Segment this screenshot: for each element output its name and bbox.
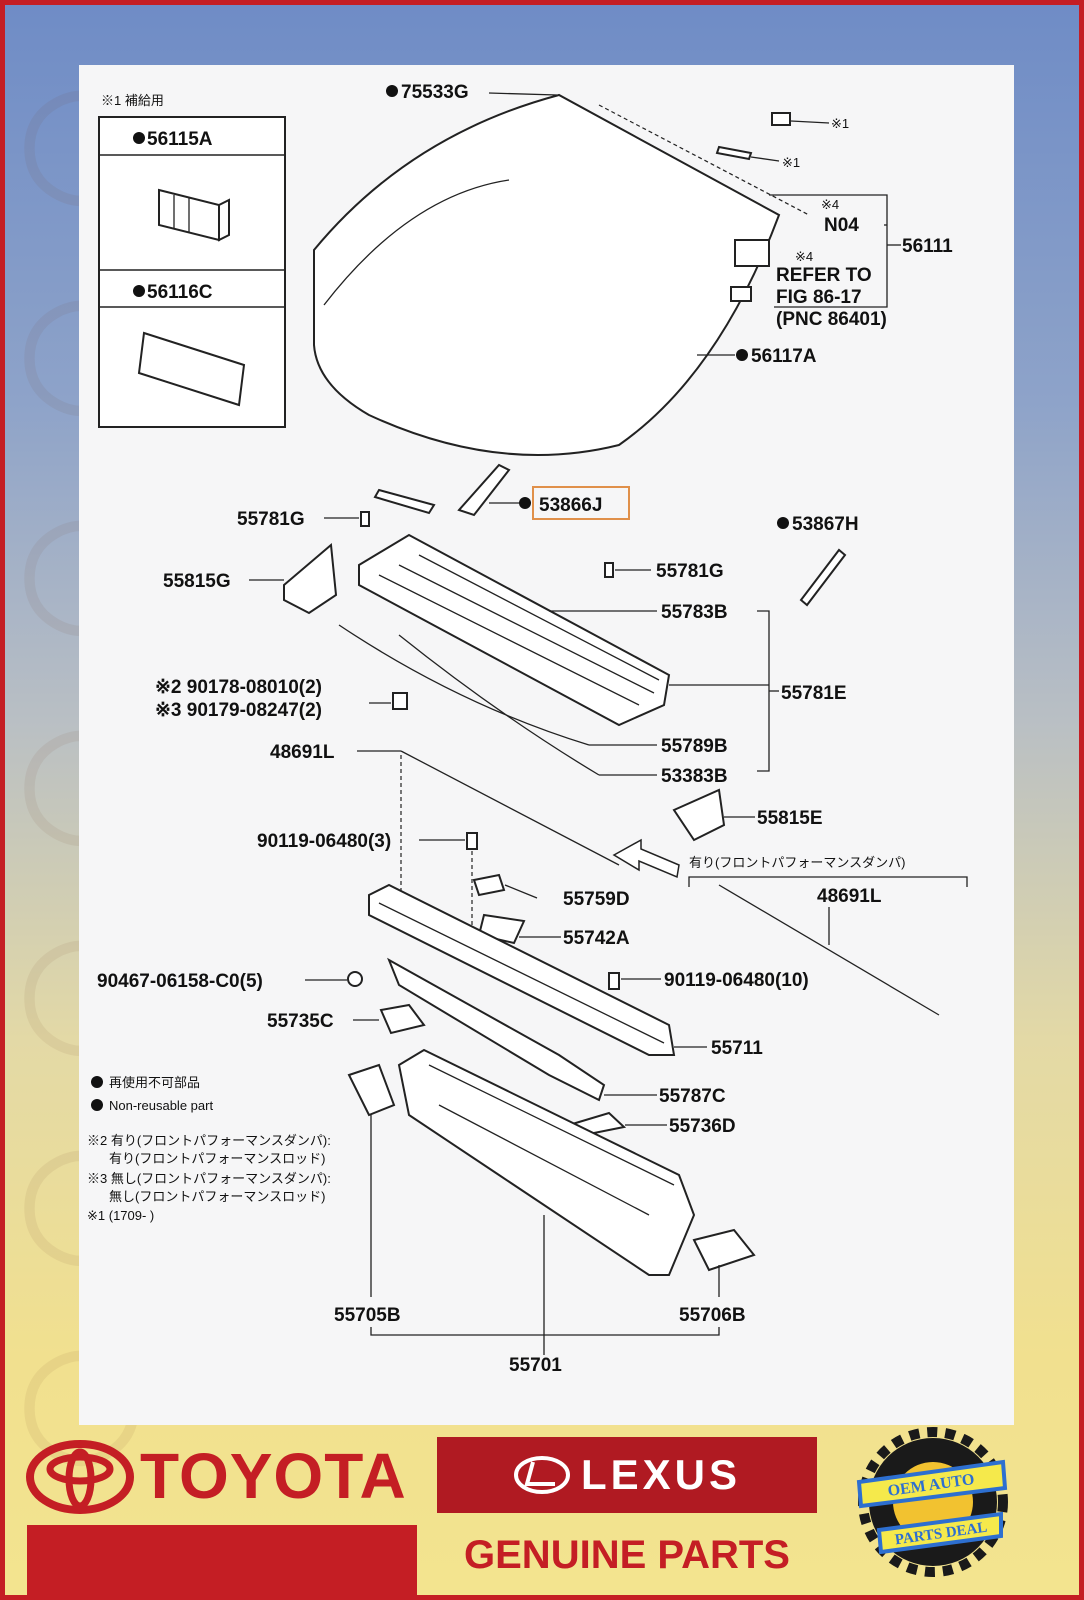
refer-line-2: FIG 86-17: [776, 287, 862, 308]
with-damper-note: 有り(フロントパフォーマンスダンパ): [689, 855, 905, 870]
clip-drawing: [771, 112, 791, 126]
bracket-drawing: [472, 873, 506, 897]
part-55711: 55711: [711, 1038, 763, 1059]
part-48691L-right: 48691L: [817, 886, 882, 907]
part-90119-10: 90119-06480(10): [664, 970, 809, 991]
part-55735C: 55735C: [267, 1011, 334, 1032]
part-55706B: 55706B: [679, 1305, 746, 1326]
part-56117A: 56117A: [751, 346, 817, 367]
dash-panel-drawing: [397, 1048, 696, 1276]
lexus-logo-box: LEXUS: [437, 1437, 817, 1513]
side-bracket-drawing: [347, 1063, 396, 1117]
star1-note-a: ※1: [831, 116, 849, 131]
star4-note-a: ※4: [821, 197, 839, 212]
legend-note-3a: ※3 無し(フロントパフォーマンスダンパ):: [87, 1171, 331, 1186]
cowl-top-panel-drawing: [368, 883, 676, 1056]
refer-line-1: REFER TO: [776, 265, 872, 286]
part-55815E: 55815E: [757, 808, 823, 829]
supply-note: ※1 補給用: [101, 93, 164, 108]
nonreusable-dot: [133, 285, 145, 297]
part-90179: ※3 90179-08247(2): [155, 700, 322, 721]
legend-note-2b: 有り(フロントパフォーマンスロッド): [109, 1151, 325, 1166]
windshield-drawing: [313, 93, 810, 456]
nut-drawing: [392, 692, 408, 710]
part-55736D: 55736D: [669, 1116, 736, 1137]
legend-note-2a: ※2 有り(フロントパフォーマンスダンパ):: [87, 1133, 331, 1148]
part-90119-3: 90119-06480(3): [257, 831, 391, 852]
legend-nonreusable: Non-reusable part: [109, 1098, 213, 1113]
part-56111: 56111: [902, 236, 953, 257]
part-55787C: 55787C: [659, 1086, 726, 1107]
highlight-box: [532, 486, 630, 520]
cowl-louver-drawing: [358, 533, 671, 727]
part-53383B: 53383B: [661, 766, 728, 787]
bolt-drawing: [608, 972, 620, 990]
part-55705B: 55705B: [334, 1305, 401, 1326]
oem-auto-parts-deal-badge: OEM AUTO PARTS DEAL: [856, 1427, 1008, 1577]
bracket-drawing: [379, 1003, 426, 1035]
seal-drawing: [457, 463, 511, 517]
cowl-extension-drawing: [387, 957, 606, 1102]
star1-note-b: ※1: [782, 155, 800, 170]
clip-part-drawing: [158, 188, 230, 242]
toyota-logo-icon: [26, 1440, 134, 1514]
refer-line-3: (PNC 86401): [776, 309, 887, 330]
part-N04: N04: [824, 215, 859, 236]
part-53866J-highlighted: 53866J: [539, 495, 602, 516]
part-55701: 55701: [509, 1355, 562, 1376]
sensor-bracket-drawing: [730, 286, 752, 302]
mirror-bracket-drawing: [734, 239, 770, 267]
part-90178: ※2 90178-08010(2): [155, 677, 322, 698]
toyota-red-bar: [27, 1525, 417, 1595]
nonreusable-dot: [133, 132, 145, 144]
strip-drawing: [715, 145, 753, 161]
part-55759D: 55759D: [563, 889, 630, 910]
part-55815G: 55815G: [163, 571, 231, 592]
screw-drawing: [360, 511, 370, 527]
inset-part-label: 56116C: [147, 282, 213, 303]
part-55742A: 55742A: [563, 928, 630, 949]
part-55789B: 55789B: [661, 736, 728, 757]
lexus-wordmark: LEXUS: [580, 1451, 742, 1498]
lexus-logo-icon: [513, 1456, 570, 1494]
side-cover-drawing: [283, 543, 338, 615]
bolt-drawing: [466, 832, 478, 850]
part-75533G: 75533G: [401, 82, 469, 103]
parts-diagram: ※1 補給用 56115A 56116C 75533G ※: [87, 82, 968, 1376]
nut-drawing: [347, 971, 363, 987]
inset-part-label: 56115A: [147, 129, 213, 150]
arrow-icon: [612, 838, 680, 879]
molding-part-drawing: [137, 331, 246, 407]
side-bracket-drawing: [692, 1228, 756, 1272]
part-55781G-right: 55781G: [656, 561, 724, 582]
star4-note-b: ※4: [795, 249, 813, 264]
genuine-parts-text: GENUINE PARTS: [464, 1533, 790, 1577]
part-55781E: 55781E: [781, 683, 847, 704]
hose-drawing: [799, 548, 847, 607]
legend-note-1: ※1 (1709- ): [87, 1208, 154, 1223]
part-48691L-top: 48691L: [270, 742, 335, 763]
screw-drawing: [604, 562, 614, 578]
part-55783B: 55783B: [661, 602, 728, 623]
toyota-wordmark: TOYOTA: [140, 1440, 407, 1512]
legend-nonreusable-jp: 再使用不可部品: [109, 1075, 200, 1090]
part-53867H: 53867H: [792, 514, 859, 535]
part-90467: 90467-06158-C0(5): [97, 971, 263, 992]
part-55781G-left: 55781G: [237, 509, 305, 530]
legend-note-3b: 無し(フロントパフォーマンスロッド): [109, 1189, 325, 1204]
seal-drawing: [373, 488, 436, 515]
side-cover-drawing: [672, 788, 726, 842]
